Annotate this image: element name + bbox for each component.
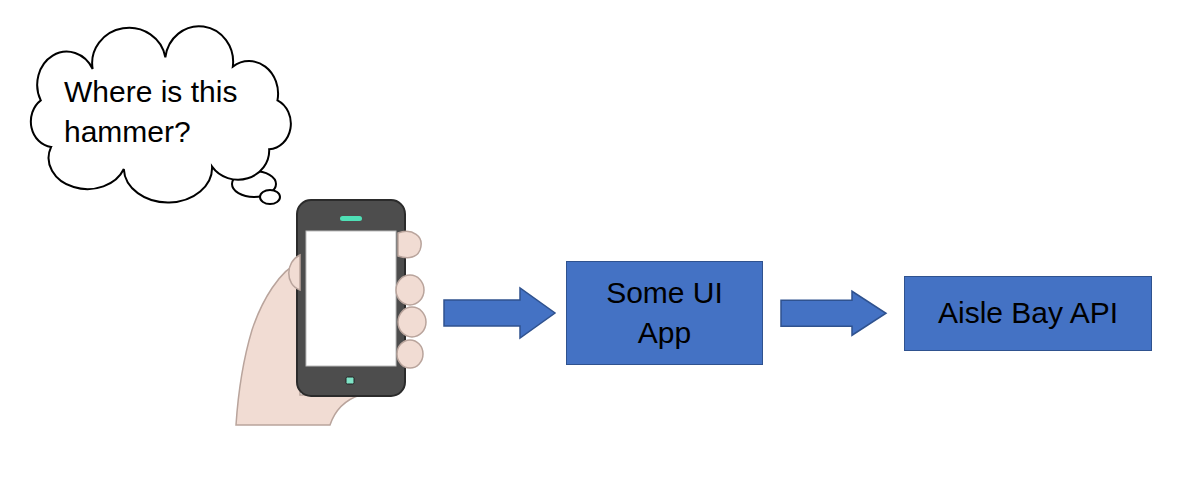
block-arrow — [444, 288, 555, 338]
finger — [396, 275, 424, 305]
thought-cloud: Where is this hammer? — [20, 48, 292, 176]
box-label: Some UI App — [595, 273, 734, 354]
block-arrow — [781, 291, 886, 335]
phone-screen — [306, 231, 396, 366]
finger — [397, 340, 423, 368]
box-label: Aisle Bay API — [938, 293, 1118, 334]
cloud-shape — [31, 26, 291, 202]
phone-speaker — [340, 216, 362, 221]
finger — [398, 232, 421, 258]
phone-button — [346, 377, 354, 384]
process-box: Aisle Bay API — [904, 276, 1152, 351]
process-box: Some UI App — [566, 261, 763, 365]
finger — [398, 307, 426, 337]
thought-text: Where is this hammer? — [64, 72, 272, 153]
cloud-outline — [20, 48, 292, 176]
phone-body — [297, 200, 405, 396]
thumb — [289, 255, 300, 290]
thought-dot — [260, 190, 280, 204]
